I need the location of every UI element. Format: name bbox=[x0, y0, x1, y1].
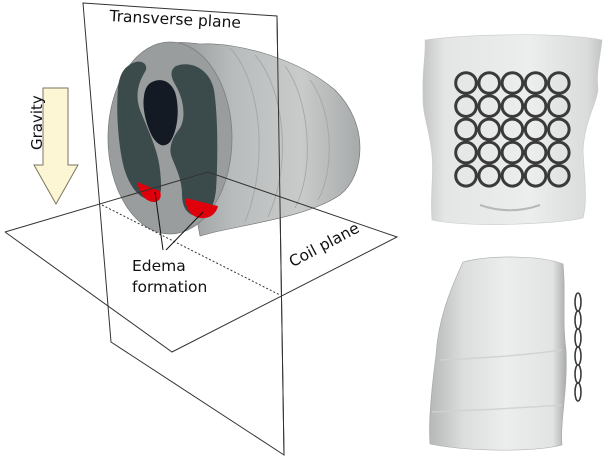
coil-ring bbox=[500, 71, 525, 95]
edema-label-line2: formation bbox=[132, 278, 208, 296]
torso-side-view bbox=[429, 256, 582, 451]
coil-ring bbox=[547, 117, 571, 142]
coil-ring bbox=[547, 164, 571, 188]
torso-front-view bbox=[422, 34, 603, 225]
gravity-arrow-icon bbox=[33, 87, 79, 206]
coil-ring bbox=[523, 140, 548, 165]
coil-ring bbox=[500, 94, 525, 118]
coil-ring bbox=[523, 164, 548, 188]
coil-ring bbox=[477, 117, 502, 142]
coil-ring bbox=[477, 71, 502, 95]
coil-ring bbox=[477, 164, 502, 188]
heart bbox=[143, 80, 178, 146]
coil-ring bbox=[523, 71, 548, 95]
coil-ring bbox=[477, 94, 502, 118]
coil-ring bbox=[500, 164, 525, 188]
edema-label-line1: Edema bbox=[132, 257, 186, 275]
coil-ring bbox=[477, 140, 502, 165]
coil-ring bbox=[547, 71, 571, 95]
coil-array-edge-view bbox=[574, 292, 582, 402]
edema-formation-label: Edema formation bbox=[132, 256, 207, 298]
coil-ring bbox=[523, 94, 548, 118]
coil-ring bbox=[500, 140, 525, 165]
edema-region-left bbox=[137, 182, 161, 202]
coil-ring bbox=[523, 117, 548, 142]
coil-ring bbox=[454, 117, 478, 142]
coil-ring bbox=[454, 71, 478, 95]
gravity-label: Gravity bbox=[28, 95, 46, 150]
coil-plane bbox=[4, 171, 399, 353]
coil-ring bbox=[454, 94, 478, 118]
coil-ring bbox=[547, 94, 571, 118]
coil-ring bbox=[500, 117, 525, 142]
transverse-plane-edges bbox=[276, 15, 285, 456]
coil-ring bbox=[454, 140, 478, 165]
torso-cross-section-model bbox=[107, 41, 361, 237]
edema-leader-lines bbox=[154, 191, 204, 251]
coil-ring bbox=[454, 164, 478, 188]
left-lung bbox=[117, 61, 162, 201]
edema-region-right bbox=[185, 198, 218, 219]
coil-array bbox=[454, 71, 571, 188]
coil-ring bbox=[547, 140, 571, 165]
right-lung bbox=[170, 64, 218, 217]
